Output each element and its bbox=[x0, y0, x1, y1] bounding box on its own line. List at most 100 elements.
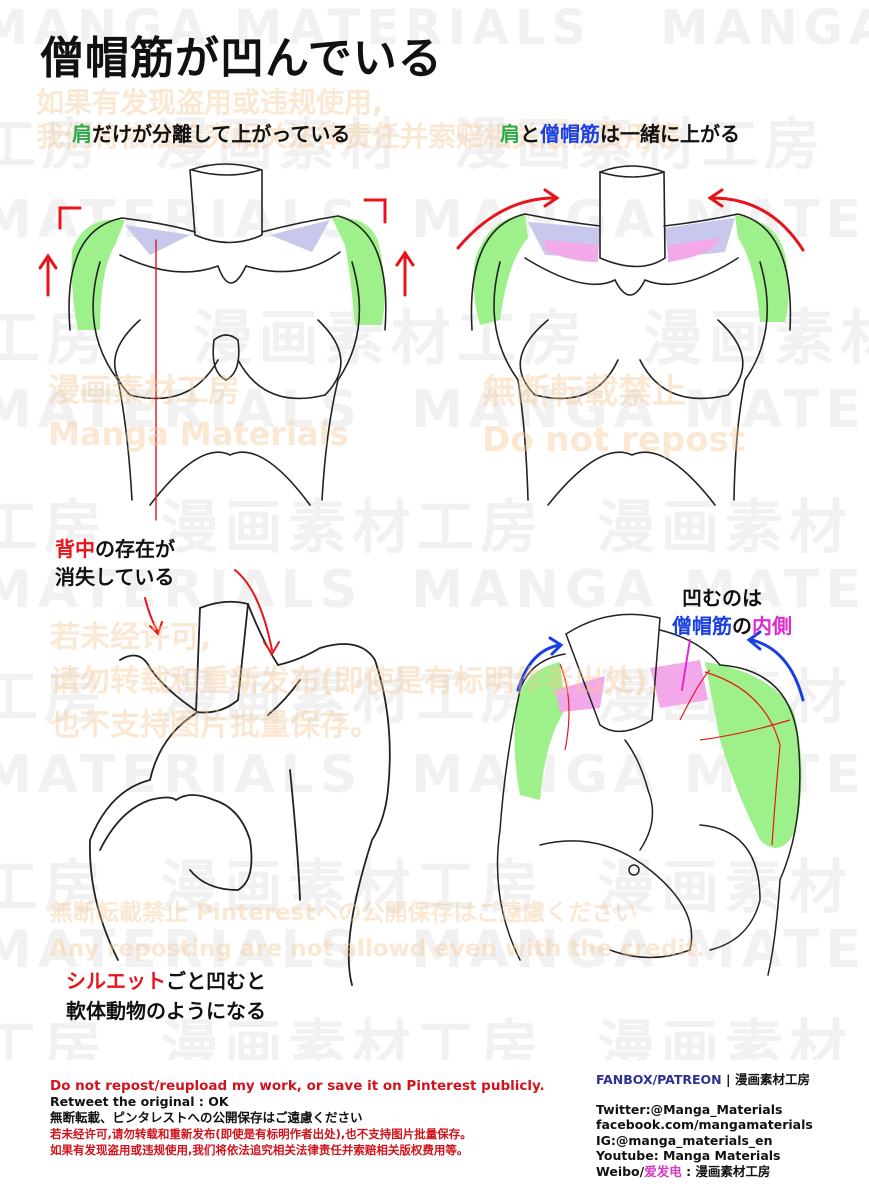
breast-right bbox=[639, 319, 744, 400]
youtube-link[interactable]: Youtube: Manga Materials bbox=[596, 1148, 781, 1163]
notice-jp: 無断転載、ピンタレストへの公開保存はご遠慮ください bbox=[50, 1110, 363, 1125]
neck bbox=[565, 613, 661, 733]
torso-left bbox=[496, 689, 521, 961]
facebook-link[interactable]: facebook.com/mangamaterials bbox=[596, 1117, 813, 1132]
green-shoulder-left bbox=[473, 215, 528, 325]
breast-left bbox=[114, 319, 219, 400]
green-shoulder-left bbox=[71, 219, 125, 330]
sternum bbox=[624, 739, 654, 851]
arrow-left-up bbox=[38, 253, 58, 297]
torso-left bbox=[493, 261, 529, 501]
illustration-canvas bbox=[38, 163, 805, 986]
label-accent: 内側 bbox=[752, 614, 792, 638]
panel1-label: 肩だけが分離して上がっている bbox=[72, 118, 350, 147]
torso-right bbox=[321, 261, 361, 501]
separator: | bbox=[721, 1072, 735, 1087]
blue-arrows-panel4 bbox=[516, 630, 805, 702]
pink-trapezius-right bbox=[650, 660, 708, 708]
footer bbox=[0, 1062, 869, 1200]
front-silhouette bbox=[88, 654, 200, 961]
fanbox-link[interactable]: FANBOX/PATREON bbox=[596, 1072, 722, 1087]
pink-trapezius-left bbox=[555, 676, 605, 712]
label-accent: 肩 bbox=[500, 122, 520, 146]
pink-trapezius-left bbox=[545, 240, 598, 262]
shoulder-line bbox=[470, 213, 792, 331]
studio-name: 漫画素材工房 bbox=[734, 1072, 810, 1087]
arrow-left-curve bbox=[456, 188, 560, 250]
label-text: と bbox=[520, 122, 540, 146]
back-silhouette bbox=[247, 603, 391, 986]
label-text: の存在が bbox=[95, 537, 175, 561]
green-shoulder-left bbox=[514, 662, 565, 800]
footer-notices: Do not repost/reupload my work, or save … bbox=[50, 1078, 545, 1158]
breast-inner bbox=[99, 796, 177, 851]
red-arrows-panel3 bbox=[144, 569, 280, 656]
notice-cn: 如果有发现盗用或违规使用,我们将依法追究相关法律责任并索赔相关版权费用等。 bbox=[50, 1143, 469, 1157]
nipple bbox=[628, 864, 640, 876]
collarbone bbox=[524, 257, 739, 296]
aifadian-label: 爱发电 bbox=[644, 1163, 682, 1179]
arrow-left-curve bbox=[516, 636, 564, 692]
arrow-right-curve bbox=[707, 188, 805, 252]
lavender-trapezius-left bbox=[125, 225, 190, 255]
neck-top bbox=[191, 169, 261, 176]
weibo-line[interactable]: Weibo/爱发电 : 漫画素材工房 bbox=[596, 1164, 813, 1180]
label-accent: 僧帽筋 bbox=[672, 614, 732, 638]
panel3-bottom-label: シルエットごと凹むと 軟体動物のようになる bbox=[66, 966, 266, 1026]
figure-collapsed-side bbox=[88, 600, 391, 986]
page-title: 僧帽筋が凹んでいる bbox=[40, 33, 443, 84]
weibo-label: Weibo/ bbox=[596, 1163, 645, 1179]
pink-trapezius-right bbox=[668, 238, 720, 262]
underarm bbox=[267, 679, 301, 716]
arrow-left-bracket bbox=[58, 206, 82, 230]
shoulder-line bbox=[68, 215, 387, 331]
neck bbox=[189, 163, 263, 244]
label-accent: シルエット bbox=[66, 969, 166, 993]
label-accent: 僧帽筋 bbox=[540, 122, 600, 146]
collarbone bbox=[119, 251, 341, 284]
breast-right bbox=[699, 824, 761, 951]
arrow-right-up bbox=[395, 250, 415, 297]
notice-retweet: Retweet the original : OK bbox=[50, 1094, 229, 1109]
arrow-right-curve bbox=[746, 630, 805, 702]
instagram-link[interactable]: IG:@manga_materials_en bbox=[596, 1132, 773, 1148]
breast-outline bbox=[175, 794, 253, 891]
waist-curve bbox=[547, 451, 716, 506]
lavender-trapezius-right bbox=[270, 220, 330, 252]
label-text: ごと凹むと bbox=[166, 969, 266, 993]
label-line: 軟体動物のようになる bbox=[66, 999, 266, 1023]
label-text: の bbox=[732, 614, 752, 638]
label-line: 僧帽筋の内側 bbox=[672, 612, 792, 640]
neck bbox=[599, 165, 666, 268]
red-guide-lines-panel4 bbox=[559, 663, 791, 846]
neck bbox=[195, 600, 249, 714]
label-accent: 中 bbox=[75, 537, 95, 561]
breast-left bbox=[519, 319, 619, 400]
label-accent: 肩 bbox=[72, 122, 92, 146]
red-arrows-panel2 bbox=[456, 188, 805, 252]
label-line: 消失している bbox=[55, 565, 175, 589]
figure-shoulders-together bbox=[470, 165, 792, 506]
breast-right bbox=[237, 319, 342, 400]
magenta-pointer-panel4 bbox=[681, 639, 691, 691]
label-line: シルエットごと凹むと bbox=[66, 966, 266, 996]
arrow-down-right bbox=[234, 569, 280, 656]
weibo-name: : 漫画素材工房 bbox=[681, 1163, 771, 1179]
panel4-label: 凹むのは 僧帽筋の内側 bbox=[672, 584, 792, 640]
red-arrows-panel1 bbox=[38, 198, 415, 297]
label-line: 凹むのは bbox=[682, 586, 762, 610]
spacer bbox=[596, 1088, 813, 1102]
figure-shoulders-separate bbox=[68, 163, 387, 521]
arrow-right-bracket bbox=[363, 198, 387, 224]
label-line: 背中の存在が bbox=[55, 535, 175, 563]
notice-cn: 若未经许可,请勿转载和重新发布(即使是有标明作者出处),也不支持图片批量保存。 bbox=[50, 1127, 472, 1141]
label-text: は一緒に上がる bbox=[600, 122, 740, 146]
shoulder-outline bbox=[519, 629, 801, 976]
twitter-link[interactable]: Twitter:@Manga_Materials bbox=[596, 1101, 783, 1117]
sternum-notch bbox=[212, 334, 240, 381]
torso-right bbox=[733, 261, 769, 501]
footer-links: FANBOX/PATREON | 漫画素材工房 Twitter:@Manga_M… bbox=[596, 1072, 813, 1179]
green-shoulder-right bbox=[332, 217, 385, 325]
label-text: だけが分離して上がっている bbox=[92, 122, 351, 146]
arrow-down-left bbox=[144, 597, 163, 636]
